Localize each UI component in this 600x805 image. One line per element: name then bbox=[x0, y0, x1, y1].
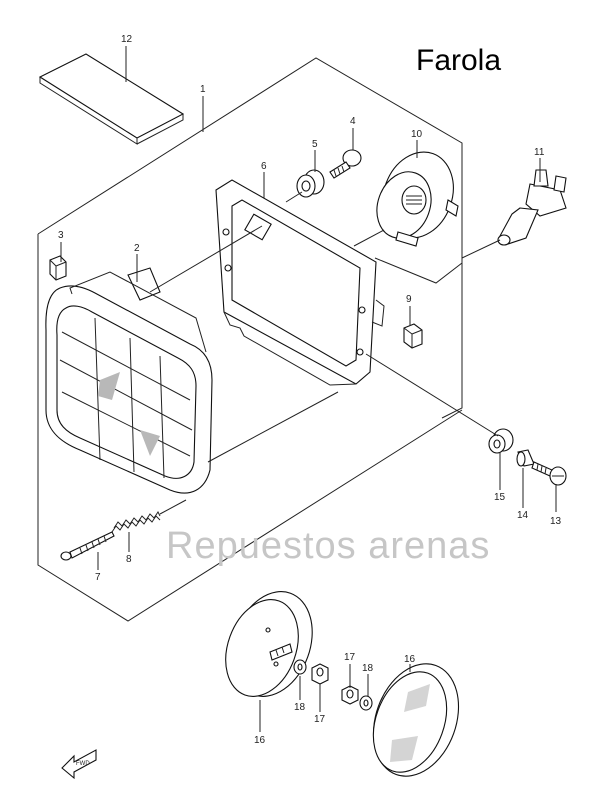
callout-10: 10 bbox=[411, 129, 423, 140]
callout-7: 7 bbox=[95, 572, 101, 583]
callout-3: 3 bbox=[58, 230, 64, 241]
screw-13-part bbox=[531, 461, 567, 486]
callout-14: 14 bbox=[517, 510, 529, 521]
connection-lines bbox=[149, 191, 501, 515]
callout-17-right: 17 bbox=[344, 652, 356, 663]
lens-cover-part bbox=[372, 663, 460, 777]
callout-16-lens: 16 bbox=[404, 654, 416, 665]
callout-2: 2 bbox=[134, 243, 140, 254]
callout-5: 5 bbox=[312, 139, 318, 150]
assembly-outline bbox=[37, 57, 463, 622]
bulb-cover-part bbox=[376, 151, 459, 247]
callout-1: 1 bbox=[200, 84, 206, 95]
nut-17b-part bbox=[341, 685, 359, 705]
nut-clip-part bbox=[403, 323, 423, 349]
callout-4: 4 bbox=[350, 116, 356, 127]
nut-17a-part bbox=[311, 663, 329, 685]
callout-15: 15 bbox=[494, 492, 506, 503]
callout-8: 8 bbox=[126, 554, 132, 565]
clip-part bbox=[49, 255, 67, 281]
diagram-title: Farola bbox=[416, 44, 501, 77]
watermark: Repuestos arenas bbox=[166, 525, 490, 567]
adjust-screw-part bbox=[329, 149, 362, 179]
callout-18-right: 18 bbox=[362, 663, 374, 674]
callout-17-left: 17 bbox=[314, 714, 326, 725]
washer-18a-part bbox=[293, 659, 307, 675]
rear-cover-part bbox=[225, 591, 313, 697]
callout-12: 12 bbox=[121, 34, 133, 45]
headlight-unit-part bbox=[45, 267, 213, 494]
callout-16-rear: 16 bbox=[254, 735, 266, 746]
collar-14-part bbox=[516, 449, 535, 467]
callout-leaders bbox=[60, 46, 557, 732]
label-sheet-part bbox=[38, 53, 185, 145]
callout-6: 6 bbox=[261, 161, 267, 172]
callout-11: 11 bbox=[534, 147, 545, 158]
callout-9: 9 bbox=[406, 294, 412, 305]
headlight-frame-part bbox=[215, 179, 385, 386]
long-screw-part bbox=[60, 531, 115, 561]
grommet-15-part bbox=[488, 428, 514, 454]
front-marker-label: FWD bbox=[76, 761, 90, 767]
grommet-part bbox=[296, 169, 325, 198]
callout-18-left: 18 bbox=[294, 702, 306, 713]
front-direction-arrow: FWD bbox=[61, 749, 97, 780]
headlight-bulb-part bbox=[497, 169, 567, 246]
spring-part bbox=[111, 511, 161, 533]
washer-18b-part bbox=[359, 695, 373, 711]
callout-13: 13 bbox=[550, 516, 562, 527]
